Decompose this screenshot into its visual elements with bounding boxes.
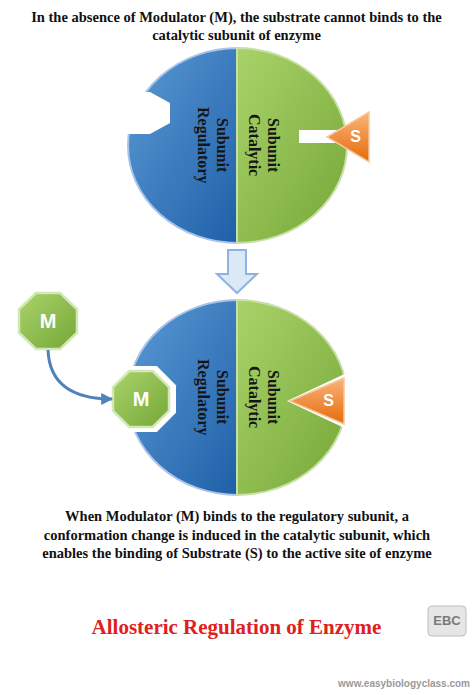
substrate-triangle: S (290, 378, 344, 424)
watermark-url: www.easybiologyclass.com (300, 678, 470, 690)
curved-arrow (48, 350, 112, 399)
diagram-title: Allosteric Regulation of Enzyme (0, 614, 473, 640)
text-holder: M (112, 370, 170, 428)
subunit-label: Regulatory Subunit (194, 350, 232, 446)
logo-emblem (428, 606, 466, 636)
symbol-letter: S (323, 392, 334, 410)
symbol-letter: M (133, 388, 150, 411)
text-holder: S (290, 378, 344, 424)
note-text: In the absence of Modulator (M), the sub… (18, 8, 455, 44)
modulator-octagon: M (18, 292, 78, 350)
text-holder: S (327, 112, 369, 162)
text-holder: Catalytic Subunit (237, 48, 347, 243)
symbol-letter: M (40, 310, 57, 333)
substrate-triangle-outline (327, 112, 369, 162)
note-text: When Modulator (M) binds to the regulato… (28, 507, 446, 563)
regulatory-subunit: Regulatory Subunit (128, 48, 238, 243)
subunit-label: Catalytic Subunit (245, 350, 283, 446)
watermark-logo: EBC (428, 612, 466, 630)
substrate-triangle: S (327, 112, 369, 162)
substrate-triangle-outline (290, 378, 344, 424)
text-holder: Regulatory Subunit (128, 48, 238, 243)
catalytic-subunit: Catalytic Subunit (237, 48, 347, 243)
transition-arrow (217, 250, 257, 293)
modulator-octagon: M (112, 370, 170, 428)
subunit-label: Regulatory Subunit (194, 98, 232, 194)
symbol-letter: S (350, 128, 361, 146)
text-holder: M (18, 292, 78, 350)
subunit-label: Catalytic Subunit (245, 98, 283, 194)
